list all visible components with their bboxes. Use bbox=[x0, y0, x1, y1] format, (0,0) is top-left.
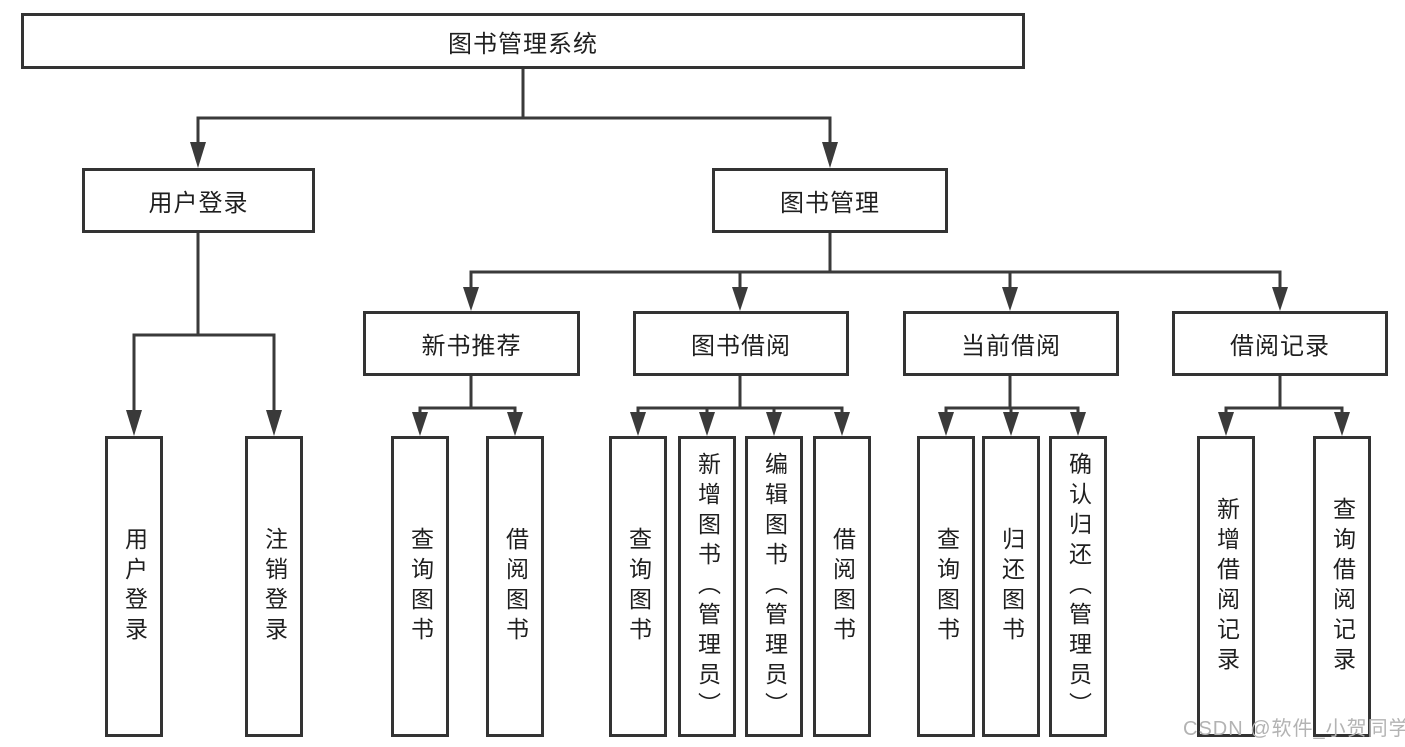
node-label: 归还图书 bbox=[998, 526, 1025, 647]
node-label: 图书管理 bbox=[780, 190, 880, 217]
leaf-add-books-admin: 新增图书（管理员） bbox=[678, 436, 736, 737]
node-book-management-module: 图书管理 bbox=[712, 168, 948, 233]
node-book-borrowing: 图书借阅 bbox=[633, 311, 849, 376]
leaf-query-books-current: 查询图书 bbox=[917, 436, 975, 737]
node-label: 借阅图书 bbox=[502, 526, 529, 647]
leaf-query-books-borrow: 查询图书 bbox=[609, 436, 667, 737]
node-label: 新书推荐 bbox=[421, 333, 522, 360]
leaf-logout: 注销登录 bbox=[245, 436, 303, 737]
leaf-return-books: 归还图书 bbox=[982, 436, 1040, 737]
node-label: 图书借阅 bbox=[691, 333, 791, 360]
node-label: 注销登录 bbox=[261, 526, 288, 647]
node-user-login-module: 用户登录 bbox=[82, 168, 315, 233]
node-label: 编辑图书（管理员） bbox=[761, 451, 788, 722]
node-label: 查询图书 bbox=[933, 526, 960, 647]
node-label: 确认归还（管理员） bbox=[1065, 451, 1092, 722]
node-borrowing-records: 借阅记录 bbox=[1172, 311, 1388, 376]
node-label: 当前借阅 bbox=[961, 333, 1061, 360]
node-label: 图书管理系统 bbox=[448, 30, 598, 58]
node-label: 用户登录 bbox=[121, 526, 148, 647]
node-label: 新增图书（管理员） bbox=[694, 451, 721, 722]
leaf-borrow-books-rec: 借阅图书 bbox=[486, 436, 544, 737]
node-label: 用户登录 bbox=[148, 190, 249, 217]
node-current-borrowing: 当前借阅 bbox=[903, 311, 1119, 376]
leaf-borrow-books: 借阅图书 bbox=[813, 436, 871, 737]
node-label: 借阅图书 bbox=[829, 526, 856, 647]
node-label: 借阅记录 bbox=[1230, 333, 1330, 360]
watermark: CSDN @软件_小贺同学 bbox=[1183, 718, 1405, 740]
node-new-book-recommendation: 新书推荐 bbox=[363, 311, 580, 376]
leaf-confirm-return-admin: 确认归还（管理员） bbox=[1049, 436, 1107, 737]
leaf-add-borrow-record: 新增借阅记录 bbox=[1197, 436, 1255, 737]
node-label: 新增借阅记录 bbox=[1213, 496, 1240, 677]
leaf-query-books-rec: 查询图书 bbox=[391, 436, 449, 737]
node-label: 查询图书 bbox=[407, 526, 434, 647]
node-library-management-system: 图书管理系统 bbox=[21, 13, 1025, 69]
leaf-query-borrow-record: 查询借阅记录 bbox=[1313, 436, 1371, 737]
leaf-user-login: 用户登录 bbox=[105, 436, 163, 737]
node-label: 查询图书 bbox=[625, 526, 652, 647]
node-label: 查询借阅记录 bbox=[1329, 496, 1356, 677]
leaf-edit-books-admin: 编辑图书（管理员） bbox=[745, 436, 803, 737]
